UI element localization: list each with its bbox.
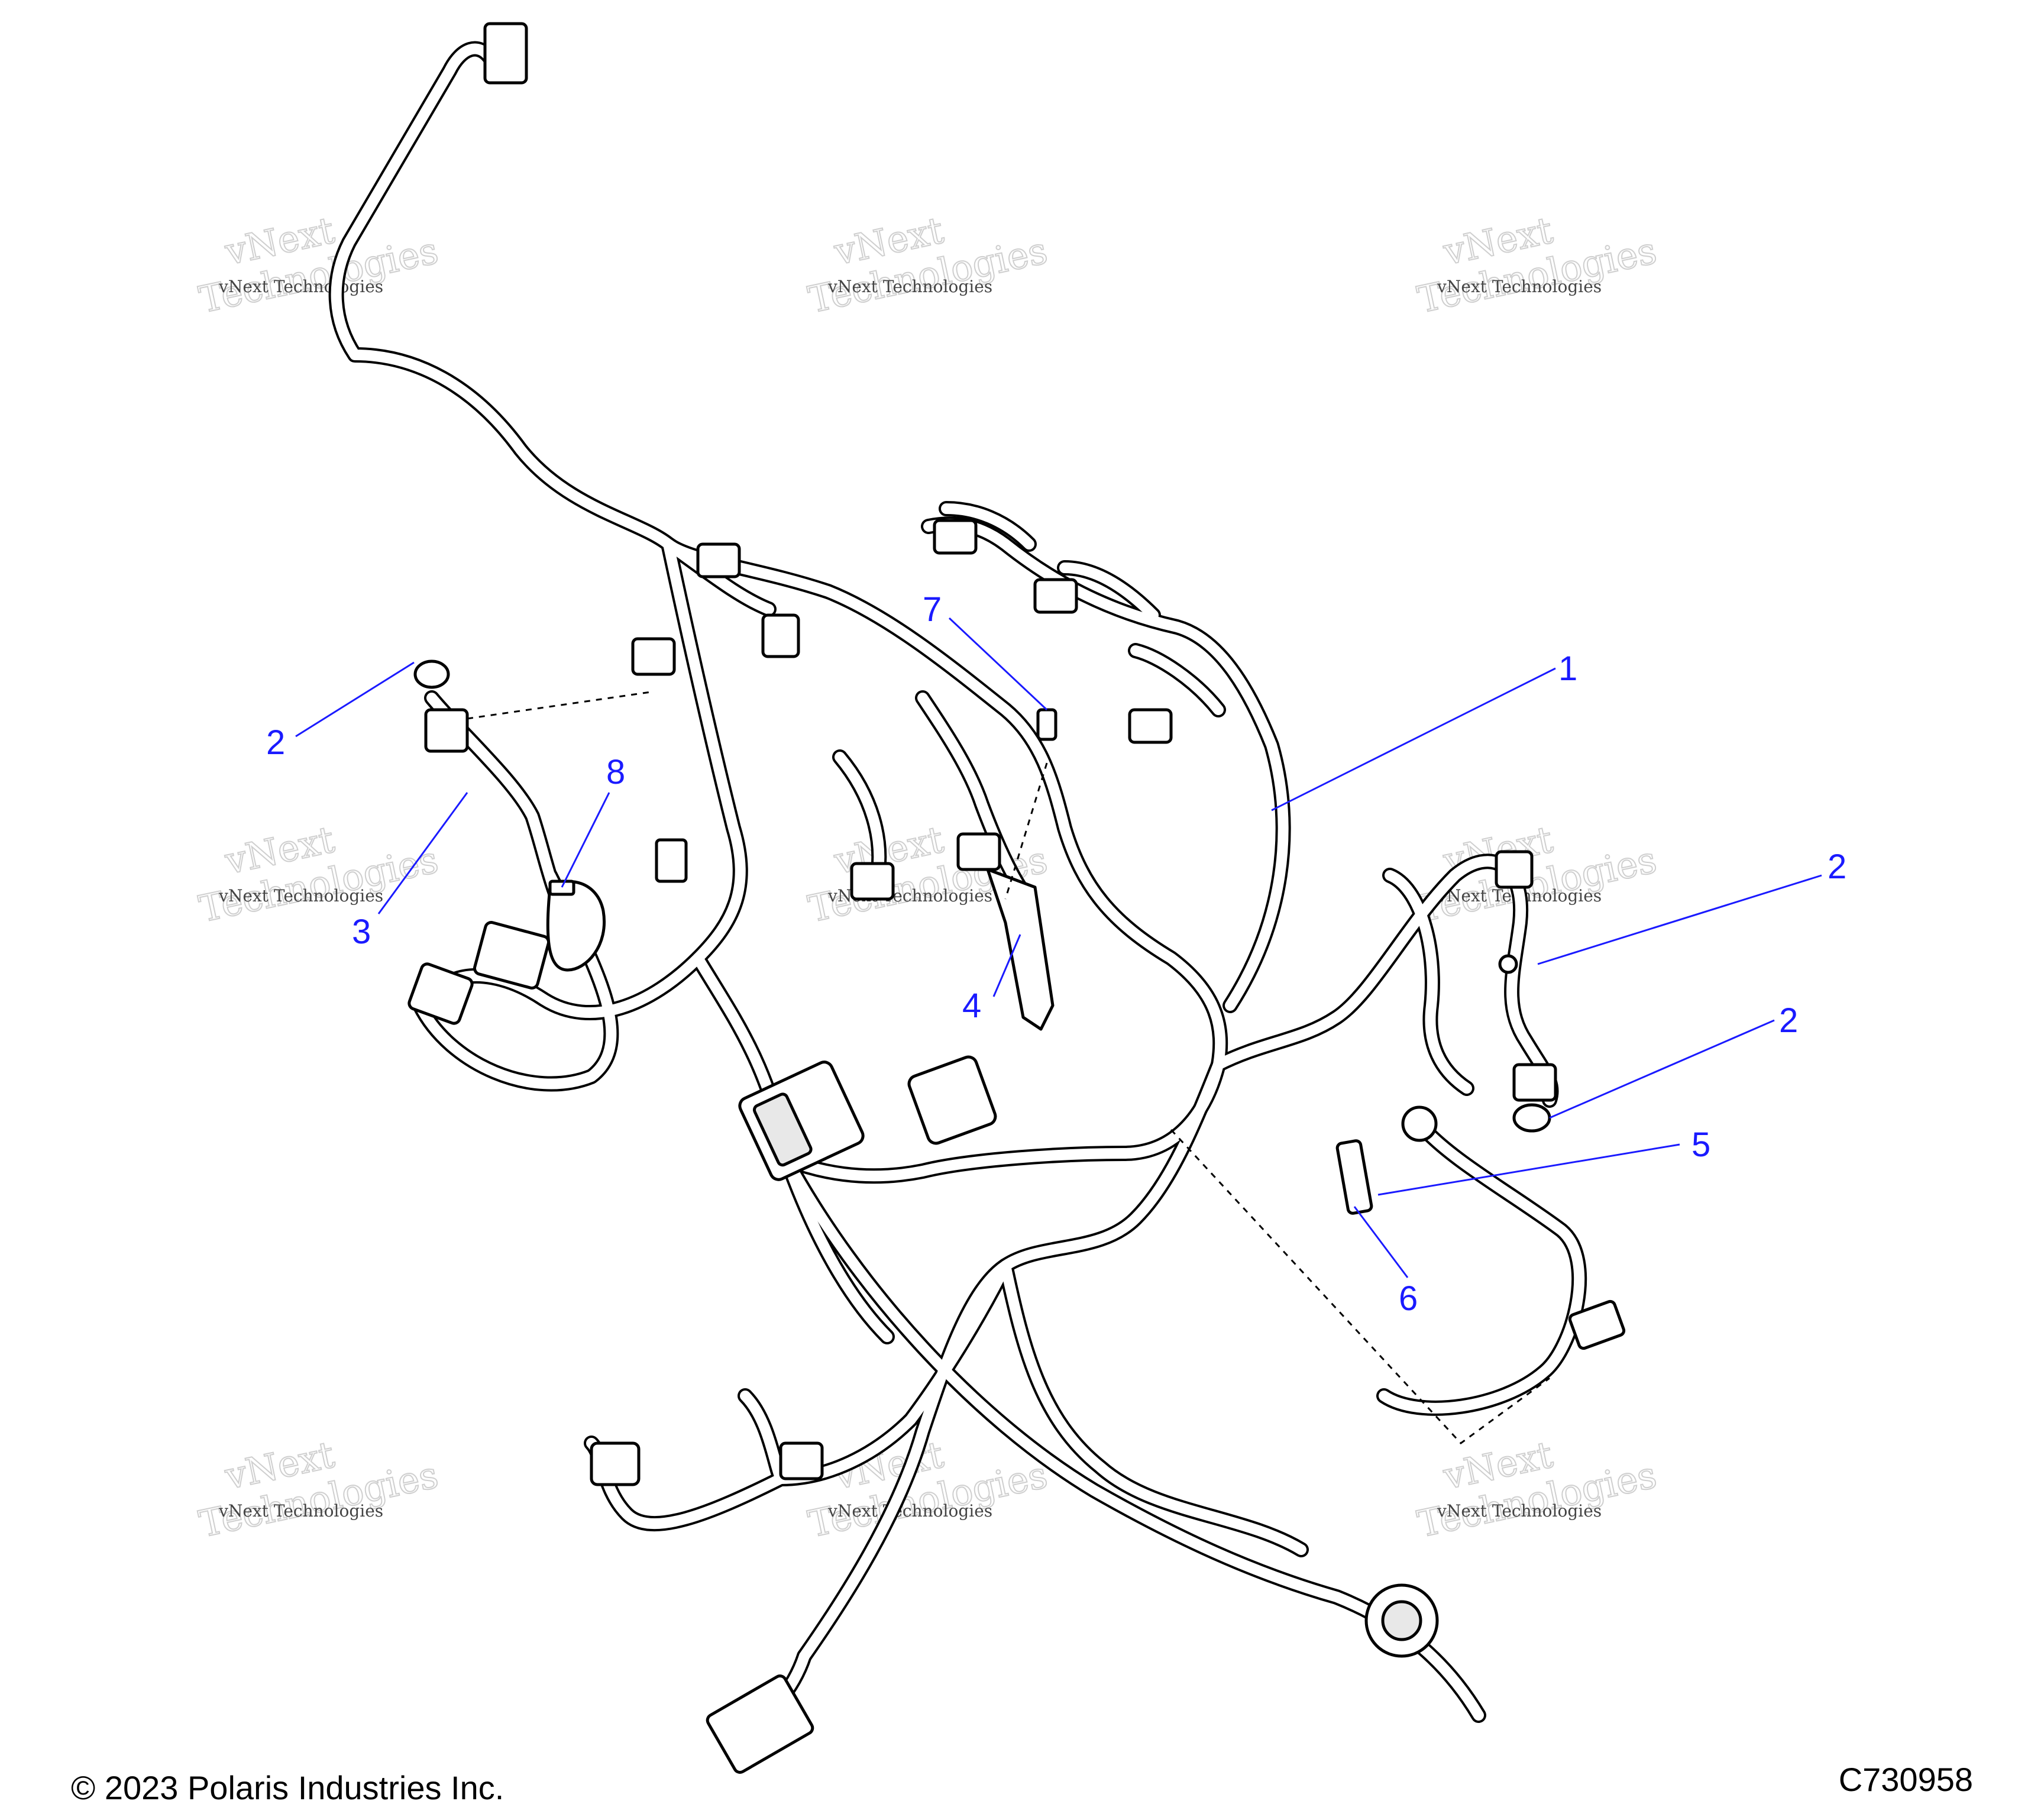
figure-id: C730958 [1838, 1761, 1973, 1798]
svg-text:vNext Technologies: vNext Technologies [1437, 1501, 1602, 1521]
connector-block [473, 921, 551, 990]
watermark: vNext Technologies vNext Technologies [804, 208, 1052, 322]
connector-block [655, 838, 688, 883]
connector-block [407, 962, 474, 1025]
connector-block [761, 613, 800, 658]
callout-2: 2 [266, 723, 285, 762]
connector-block [590, 1441, 641, 1486]
callout-2: 2 [1828, 848, 1846, 886]
svg-text:vNext Technologies: vNext Technologies [827, 277, 992, 296]
callout-7: 7 [923, 590, 942, 629]
bolt [548, 880, 575, 896]
connector-block [1128, 708, 1173, 744]
svg-text:vNext Technologies: vNext Technologies [218, 1501, 383, 1521]
sensor-bracket [546, 880, 606, 972]
connector-block [1512, 1063, 1557, 1102]
callout-5: 5 [1692, 1126, 1710, 1164]
connector-block [850, 862, 895, 901]
watermark: vNext Technologies vNext Technologies [1413, 817, 1661, 931]
svg-text:vNext Technologies: vNext Technologies [827, 1501, 992, 1521]
callouts: 1 2 2 2 3 4 5 6 7 8 [266, 590, 1846, 1318]
bolt [1335, 1139, 1373, 1215]
watermark: vNext Technologies vNext Technologies [195, 208, 442, 322]
mounting-bracket [986, 868, 1055, 1031]
connector-block [738, 1061, 865, 1181]
connector-block [907, 1055, 997, 1145]
bolt [1036, 708, 1057, 741]
copyright-notice: © 2023 Polaris Industries Inc. [71, 1769, 504, 1806]
callout-8: 8 [606, 753, 625, 791]
knock-sensor [1401, 1105, 1438, 1142]
watermark: vNext Technologies vNext Technologies [1413, 208, 1661, 322]
connectors [407, 22, 1626, 1774]
connector-block [1033, 578, 1078, 614]
connector-block [706, 1674, 814, 1774]
svg-text:vNext Technologies: vNext Technologies [1437, 277, 1602, 296]
clip [1498, 954, 1518, 974]
connector-block [483, 22, 528, 85]
connector-block [933, 519, 978, 555]
reference-lines [467, 691, 1550, 1445]
connector-block [1495, 850, 1534, 889]
watermark: vNext Technologies vNext Technologies [1413, 1432, 1661, 1546]
svg-text:vNext Technologies: vNext Technologies [218, 277, 383, 296]
callout-1: 1 [1558, 649, 1577, 688]
watermark: vNext Technologies vNext Technologies [195, 817, 442, 931]
leader-lines [295, 617, 1822, 1278]
connector-block [956, 832, 1001, 871]
clip [1512, 1103, 1551, 1133]
callout-3: 3 [352, 913, 371, 951]
callout-2: 2 [1779, 1001, 1798, 1040]
callout-4: 4 [962, 987, 981, 1025]
round-connector [1381, 1600, 1422, 1641]
callout-6: 6 [1399, 1279, 1418, 1318]
svg-text:vNext Technologies: vNext Technologies [218, 886, 383, 906]
clip [413, 659, 450, 689]
connector-block [1568, 1299, 1626, 1350]
connector-block [424, 708, 469, 753]
connector-block [631, 637, 676, 676]
watermark: vNext Technologies vNext Technologies [195, 1432, 442, 1546]
connector-block [752, 1092, 813, 1167]
connector-block [779, 1441, 824, 1480]
connector-block [696, 542, 741, 578]
